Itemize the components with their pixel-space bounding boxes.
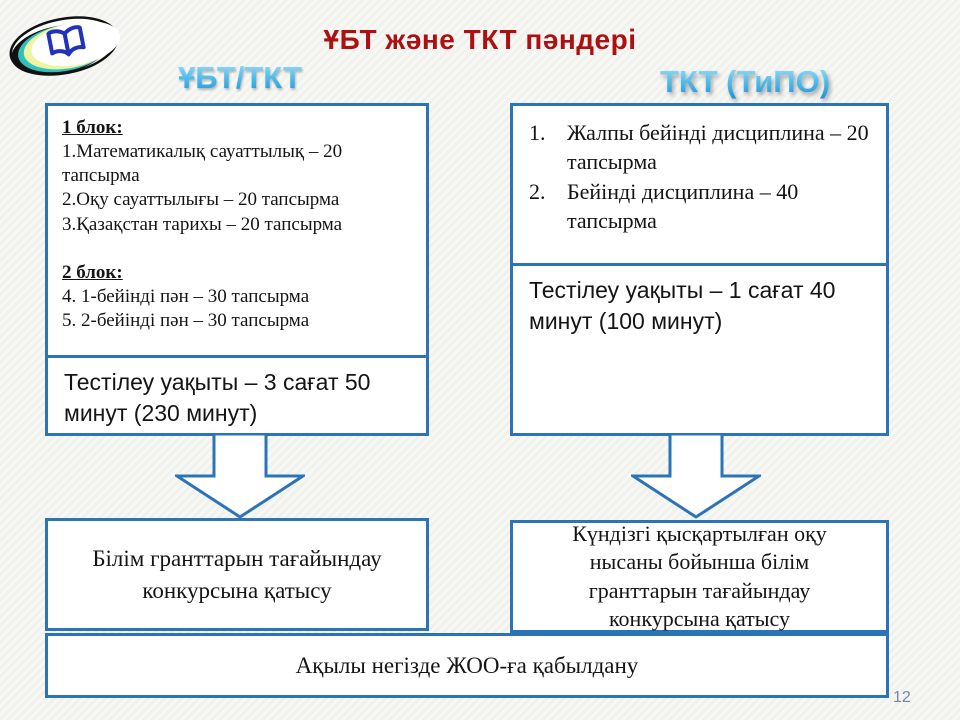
page-title: ҰБТ және ТКТ пәндері [323,24,637,55]
book-logo-icon [6,8,128,89]
block1-item: 1.Математикалық сауаттылық – 20 тапсырма [62,141,343,187]
subject-text: Бейінді дисциплина – 40 тапсырма [567,179,799,233]
block1-title: 1 блок: [62,117,123,138]
block1-item: 2.Оқу сауаттылығы – 20 тапсырма [62,189,340,211]
block1-item: 3.Қазақстан тарихы – 20 тапсырма [62,213,343,235]
tkt-test-time-text: Тестілеу уақыты – 1 сағат 40 минут (100 … [529,277,836,335]
ubt-result-text: Білім гранттарын тағайындау конкурсына қ… [92,546,382,603]
ubt-test-time-box: Тестілеу уақыты – 3 сағат 50 минут (230 … [45,355,429,436]
tkt-test-time-box: Тестілеу уақыты – 1 сағат 40 минут (100 … [510,263,889,436]
ubt-result-box: Білім гранттарын тағайындау конкурсына қ… [45,518,429,631]
subject-number: 2. [529,179,546,205]
down-arrow-icon [175,433,305,519]
right-column-header: ТКТ (ТиПО) [638,64,852,100]
ubt-test-time-text: Тестілеу уақыты – 3 сағат 50 минут (230 … [64,369,371,427]
subject-item: 2. Бейінді дисциплина – 40 тапсырма [529,178,878,235]
ubt-blocks-box: 1 блок: 1.Математикалық сауаттылық – 20 … [45,103,429,358]
page-number: 12 [893,689,911,706]
subject-number: 1. [529,120,546,145]
paid-admission-text: Ақылы негізде ЖОО-ға қабылдану [295,652,639,678]
down-arrow-icon [631,433,761,519]
tkt-result-box: Күндізгі қысқартылған оқу нысаны бойынша… [510,520,889,633]
subject-text: Жалпы бейінді дисциплина – 20 тапсырма [567,120,869,174]
tkt-subjects-box: 1. Жалпы бейінді дисциплина – 20 тапсырм… [510,103,889,266]
block2-item: 5. 2-бейінді пән – 30 тапсырма [62,309,310,331]
paid-admission-box: Ақылы негізде ЖОО-ға қабылдану [45,633,889,698]
block2-title: 2 блок: [62,261,123,283]
subject-item: 1. Жалпы бейінді дисциплина – 20 тапсырм… [529,119,878,176]
tkt-result-text: Күндізгі қысқартылған оқу нысаны бойынша… [572,521,827,631]
left-column-header: ҰБТ/ТКТ [150,60,330,96]
block2-item: 4. 1-бейінді пән – 30 тапсырма [62,285,310,307]
